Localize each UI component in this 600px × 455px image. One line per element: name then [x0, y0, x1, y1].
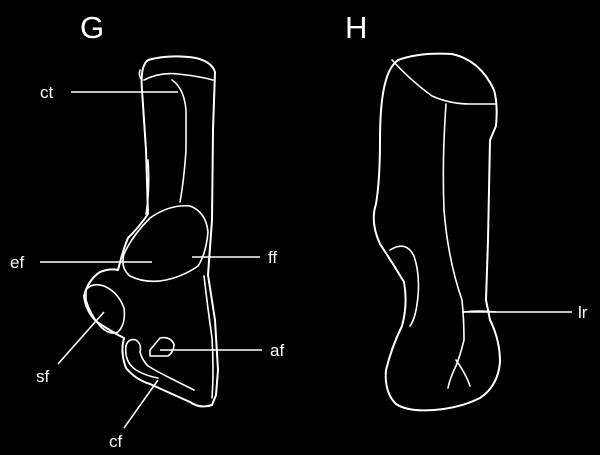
bone-g — [84, 56, 218, 406]
label-lr: lr — [578, 303, 588, 322]
label-ct: ct — [40, 83, 54, 102]
label-af: af — [270, 341, 284, 360]
panel-label-g: G — [80, 10, 104, 45]
bone-h-long-ridge — [443, 104, 464, 388]
bone-g-top-cap — [144, 74, 213, 80]
bone-g-ct-ridge — [172, 80, 186, 202]
leader-cf — [124, 380, 158, 428]
label-ff: ff — [268, 248, 277, 267]
panel-label-h: H — [345, 10, 367, 45]
label-cf: cf — [109, 432, 123, 451]
label-ef: ef — [10, 253, 24, 272]
bone-h — [374, 54, 500, 411]
bone-g-outline — [84, 56, 218, 406]
bone-g-ef-facet — [123, 206, 208, 282]
bone-h-lower-crease — [456, 360, 470, 386]
leader-sf — [58, 312, 104, 364]
label-sf: sf — [36, 367, 50, 386]
bone-h-top-cap — [392, 60, 496, 104]
bone-g-af-hole — [150, 338, 174, 356]
bone-g-cf-facet — [126, 340, 194, 390]
bone-h-outline — [374, 54, 500, 411]
